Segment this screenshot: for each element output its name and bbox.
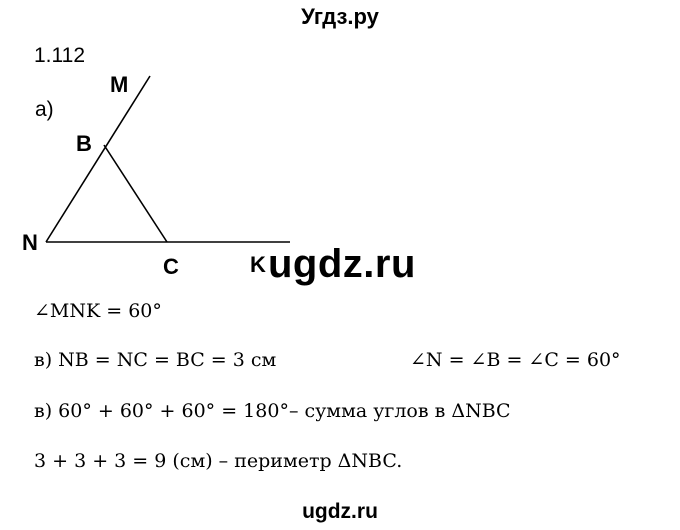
problem-number: 1.112 bbox=[34, 44, 85, 67]
part-label: а) bbox=[35, 98, 54, 121]
watermark: ugdz.ru bbox=[268, 242, 416, 286]
footer-site: ugdz.ru bbox=[302, 500, 378, 523]
point-label-k: K bbox=[250, 252, 266, 277]
point-label-b: B bbox=[76, 131, 92, 156]
angle-mnk-line: ∠MNK = 60° bbox=[34, 300, 162, 322]
angle-sum-line: в) 60° + 60° + 60° = 180°– сумма углов в… bbox=[34, 400, 511, 422]
point-label-c: C bbox=[163, 254, 179, 279]
point-label-m: M bbox=[110, 72, 129, 97]
equal-angles-line: ∠N = ∠B = ∠C = 60° bbox=[410, 349, 621, 371]
perimeter-line: 3 + 3 + 3 = 9 (см) – периметр ΔNBC. bbox=[34, 450, 403, 472]
site-title: Угдз.ру bbox=[301, 4, 379, 29]
side-bc bbox=[103, 144, 168, 243]
point-label-n: N bbox=[22, 230, 38, 255]
ray-nm bbox=[45, 75, 151, 243]
equal-sides-line: в) NB = NC = BC = 3 см bbox=[34, 349, 277, 371]
